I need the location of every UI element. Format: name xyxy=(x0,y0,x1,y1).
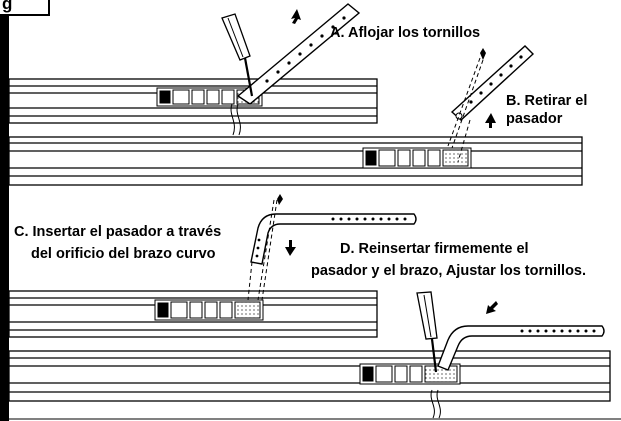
step-b-label-line2: pasador xyxy=(506,111,563,127)
arrow-up-icon-b xyxy=(485,113,496,128)
arrow-down-icon xyxy=(285,240,296,256)
door-header-middle xyxy=(8,136,583,186)
screwdriver-icon-d xyxy=(416,291,441,419)
arrow-up-icon xyxy=(291,9,301,24)
straight-arm-a xyxy=(236,3,361,105)
step-d-label-line2: pasador y el brazo, Ajustar los tornillo… xyxy=(311,263,587,279)
door-header-bottom xyxy=(8,350,611,402)
step-c-label-line2: del orificio del brazo curvo xyxy=(31,246,216,262)
arrow-down-left-icon xyxy=(486,301,498,314)
pin-icon xyxy=(480,48,486,60)
bracket-lower-left xyxy=(154,299,264,321)
screwdriver-icon xyxy=(221,13,254,136)
bracket-middle xyxy=(362,147,472,169)
figure-tab-label: g xyxy=(2,0,13,13)
pin-icon-c xyxy=(277,194,283,205)
step-a-label: A. Aflojar los tornillos xyxy=(330,25,481,41)
pin-dashed-path xyxy=(447,57,484,163)
left-frame-border xyxy=(0,0,9,421)
curved-arm-d xyxy=(437,325,605,371)
figure-tab: g xyxy=(0,0,50,16)
step-c-label-line1: C. Insertar el pasador a través xyxy=(14,224,222,240)
step-b-label-line1: B. Retirar el xyxy=(506,93,588,109)
step-d-label-line1: D. Reinsertar firmemente el xyxy=(340,241,529,257)
curved-arm-c xyxy=(250,213,417,265)
pin-dashed-path-c xyxy=(247,199,278,301)
